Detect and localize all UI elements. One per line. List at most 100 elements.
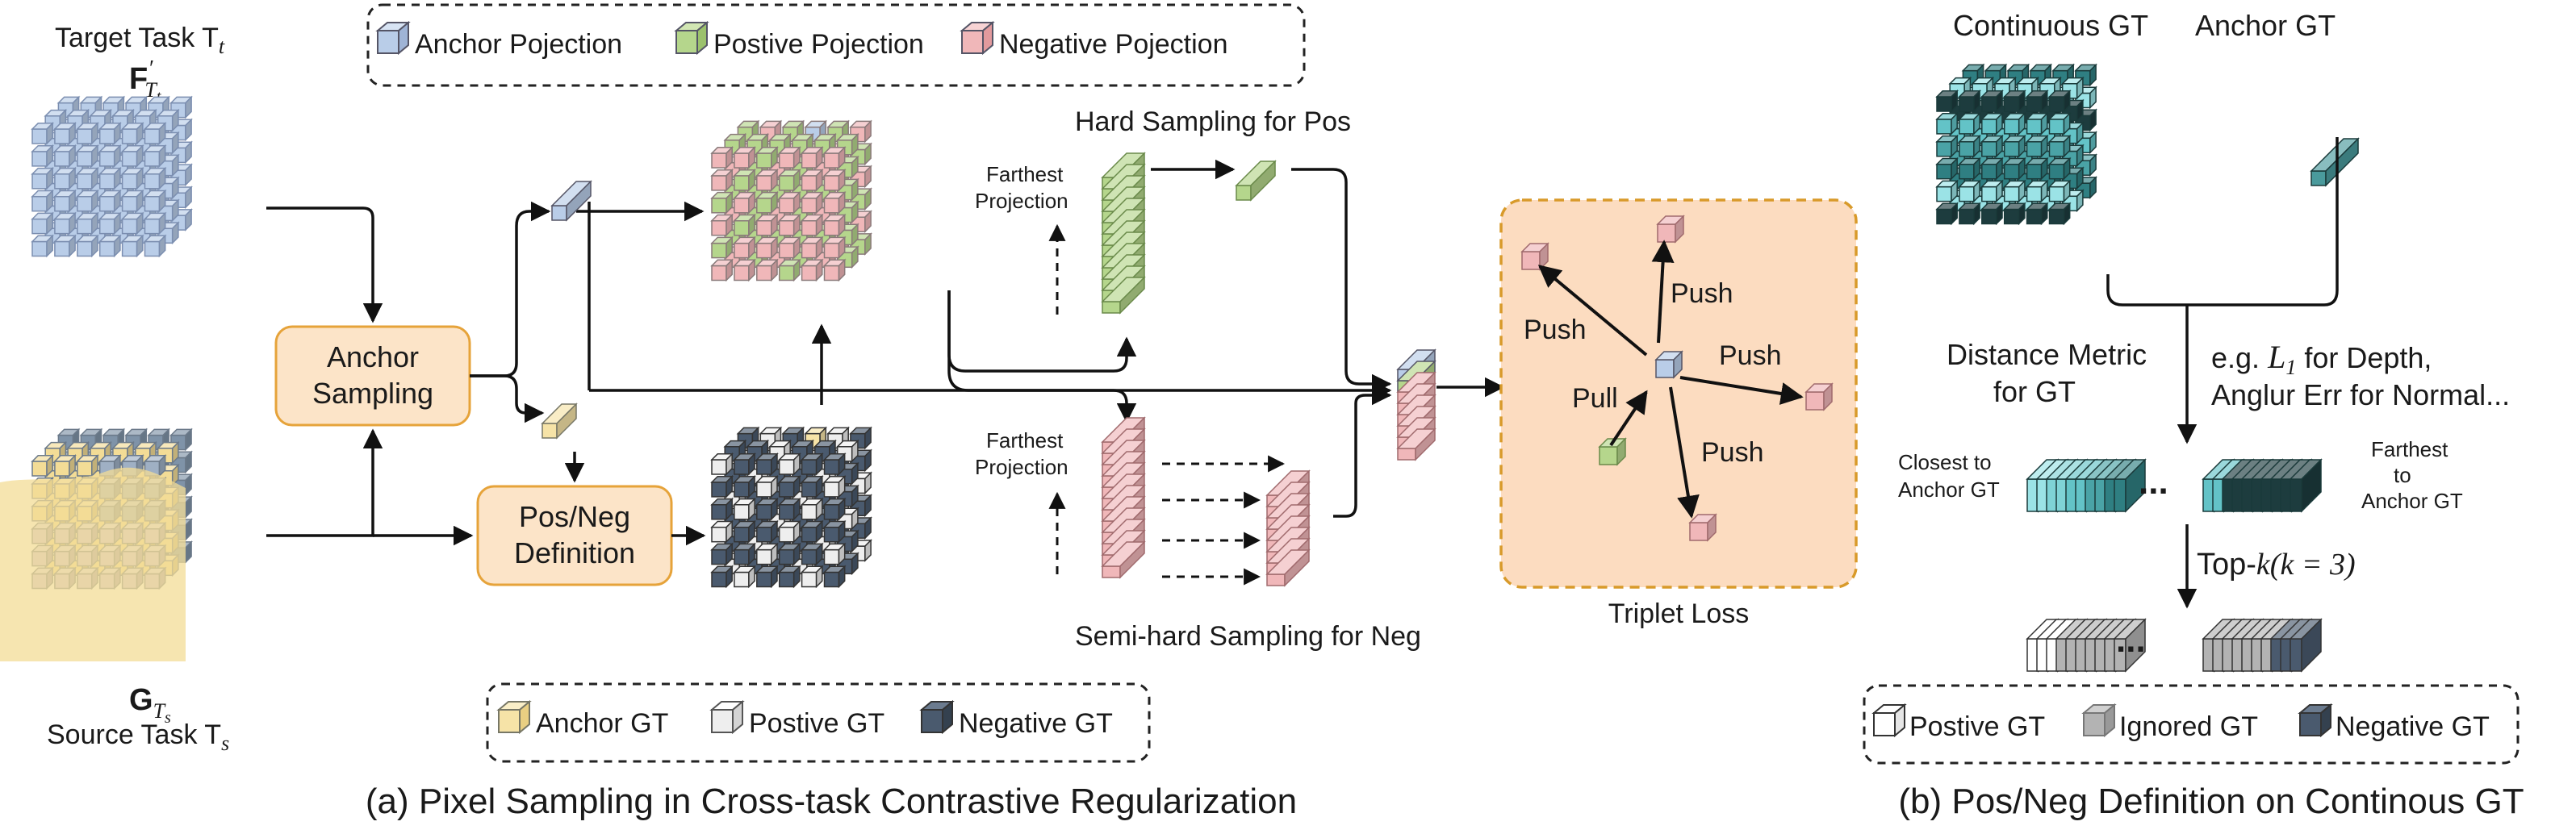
farthest-line2: to [2394,463,2411,487]
push-label-2: Push [1671,278,1733,309]
posneg-definition-line2: Definition [514,536,635,569]
sampled-triplet-stack [1396,348,1436,461]
farthest-projection-bottom-1: Farthest [986,428,1064,452]
farthest-projection-bottom-2: Projection [975,455,1068,479]
lattice-cube [733,168,756,192]
farthest-line1: Farthest [2371,437,2448,461]
lattice-cube [53,211,77,236]
lattice-cube [822,236,847,260]
lattice-cube [755,542,779,566]
triplet-anchor [1654,350,1683,379]
lattice-cube [31,189,55,213]
lattice-cube [755,474,779,498]
anchor-gt-label: Anchor GT [2195,9,2336,42]
sorted-bar-far [2289,458,2323,513]
lattice-cube [777,452,801,476]
lattice-cube [2047,89,2072,113]
lattice-cube [710,565,734,589]
branch-arrows [947,159,1505,518]
semi-dashed-arrows [1162,455,1286,586]
lattice-cube [777,190,801,215]
lattice-cube [777,519,801,544]
lattice-cube [710,213,734,237]
lattice-cube [822,258,847,282]
legend-anchor-projection-swatch [377,30,399,54]
lattice-cube [143,166,167,190]
sorted-gt-bars [2026,458,2323,513]
lattice-cube [777,213,801,237]
lattice-cube [800,565,824,589]
lattice-cube [777,474,801,498]
arrow-pos-to-hard [947,290,1137,373]
lattice-cube [755,497,779,521]
lattice-cube [800,497,824,521]
push-arrow-2 [1651,240,1675,344]
lattice-cube [2025,156,2049,181]
lattice-cube [120,234,144,258]
lattice-cube [98,144,122,168]
legend-positive-projection-label: Postive Pojection [713,29,924,60]
anchor-sampling-line2: Sampling [312,377,433,410]
lattice-cube [822,542,847,566]
legend-positive-gt-label: Postive GT [749,708,884,739]
push-arrow-3 [1679,376,1804,405]
lattice-cube [53,144,77,168]
lattice-cube [2025,134,2049,158]
continuous-gt-label: Continuous GT [1953,9,2148,42]
lattice-cube [31,453,55,477]
lattice-cube [143,234,167,258]
triplet-loss-box [1499,198,1858,589]
triplet-arrows [1537,240,1804,519]
anchor-projection-bar [550,180,592,222]
example-metric-line1: e.g. L1 for Depth, [2211,339,2432,379]
farthest-projection-top-2: Projection [975,189,1068,213]
push-label-4: Push [1701,437,1764,468]
legend-b-positive-gt-swatch [1873,712,1896,736]
lattice-cube [120,166,144,190]
farthest-projection-top-1: Farthest [986,162,1064,186]
semi-hard-sampling-bars [1101,416,1311,587]
lattice-cube [1980,134,2004,158]
lattice-cube [53,189,77,213]
lattice-cube [777,258,801,282]
lattice-cube [800,258,824,282]
pull-label: Pull [1572,383,1618,414]
anchor-gt-bar [2310,137,2360,187]
panel-b-arrows [2106,137,2339,609]
lattice-cube [755,168,779,192]
lattice-cube [2002,111,2026,136]
lattice-cube [800,213,824,237]
lattice-cube [710,258,734,282]
sampled-negative-segment [1265,548,1311,587]
lattice-cube [75,144,99,168]
lattice-cube [120,211,144,236]
lattice-cube [2047,156,2072,181]
arrow-anchor-to-anchorgt [470,374,545,423]
legend-negative-projection-swatch [961,30,984,54]
projection-legend-box [366,3,1306,87]
pull-arrow [1609,390,1648,447]
lattice-cube [800,145,824,169]
lattice-cube [2025,111,2049,136]
legend-positive-projection: Postive Pojection [674,20,924,60]
lattice-cube [1958,89,1981,113]
lattice-cube [822,474,847,498]
lattice-cube [800,519,824,544]
lattice-cube [2002,179,2026,203]
closest-line1: Closest to [1898,450,1992,474]
lattice-cube [822,213,847,237]
triplet-loss-label: Triplet Loss [1608,598,1749,629]
lattice-cube [143,144,167,168]
lattice-cube [31,166,55,190]
legend-negative-gt-label: Negative GT [959,708,1113,739]
lattice-cube [755,452,779,476]
lattice-cube [2025,179,2049,203]
legend-anchor-projection: Anchor Pojection [375,20,622,60]
lattice-cube [822,519,847,544]
lattice-cube [53,121,77,145]
lattice-cube [2002,89,2026,113]
triplet-negative-1 [1520,242,1549,271]
push-label-1: Push [1524,315,1587,345]
legend-b-positive-gt: Postive GT [1871,703,2045,742]
